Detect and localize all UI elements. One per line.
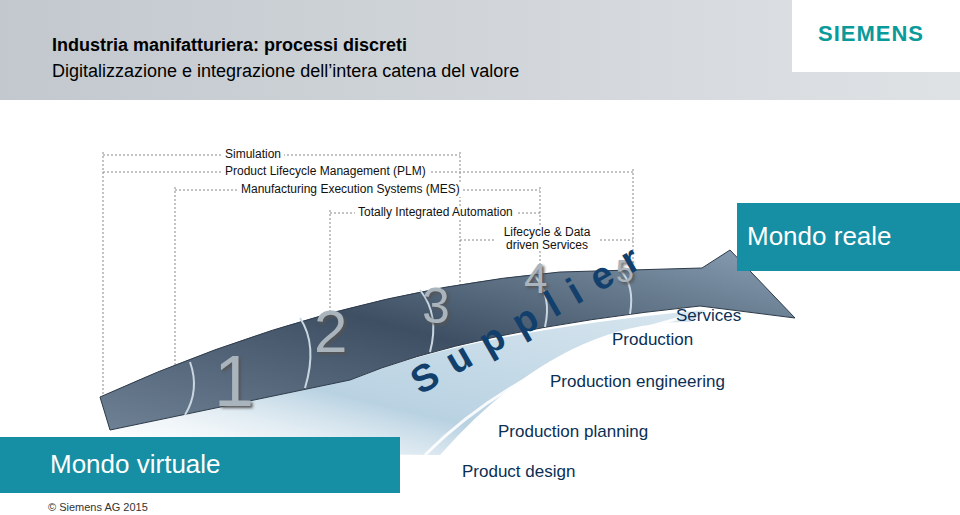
callout-number: 2 bbox=[314, 297, 347, 366]
bracket-label: Totally Integrated Automation bbox=[355, 206, 516, 220]
callout-number: 1 bbox=[214, 340, 254, 423]
copyright-note: © Siemens AG 2015 bbox=[48, 501, 148, 514]
stage-label: Production planning bbox=[498, 422, 648, 442]
world-label: Mondo reale bbox=[747, 222, 892, 252]
header-band bbox=[0, 0, 960, 100]
bracket-label: Product Lifecycle Management (PLM) bbox=[222, 165, 429, 179]
slide-subtitle: Digitalizzazione e integrazione dell’int… bbox=[52, 61, 519, 82]
world-box: Mondo reale bbox=[737, 203, 960, 271]
logo-field bbox=[792, 0, 960, 72]
bracket-label: Manufacturing Execution Systems (MES) bbox=[238, 183, 463, 197]
stage-label: Product design bbox=[462, 462, 575, 482]
logo-text: SIEMENS bbox=[818, 21, 924, 46]
bracket-label: Lifecycle & Data driven Services bbox=[494, 226, 600, 251]
callout-number: 3 bbox=[422, 278, 450, 336]
slide-title: Industria manifatturiera: processi discr… bbox=[52, 35, 407, 56]
stage-label: Production engineering bbox=[550, 372, 725, 392]
stage-label: Production bbox=[612, 330, 693, 350]
bracket-label: Simulation bbox=[222, 148, 284, 162]
world-box: Mondo virtuale bbox=[0, 437, 400, 493]
world-label: Mondo virtuale bbox=[50, 450, 221, 480]
stage-label: Services bbox=[676, 306, 741, 326]
